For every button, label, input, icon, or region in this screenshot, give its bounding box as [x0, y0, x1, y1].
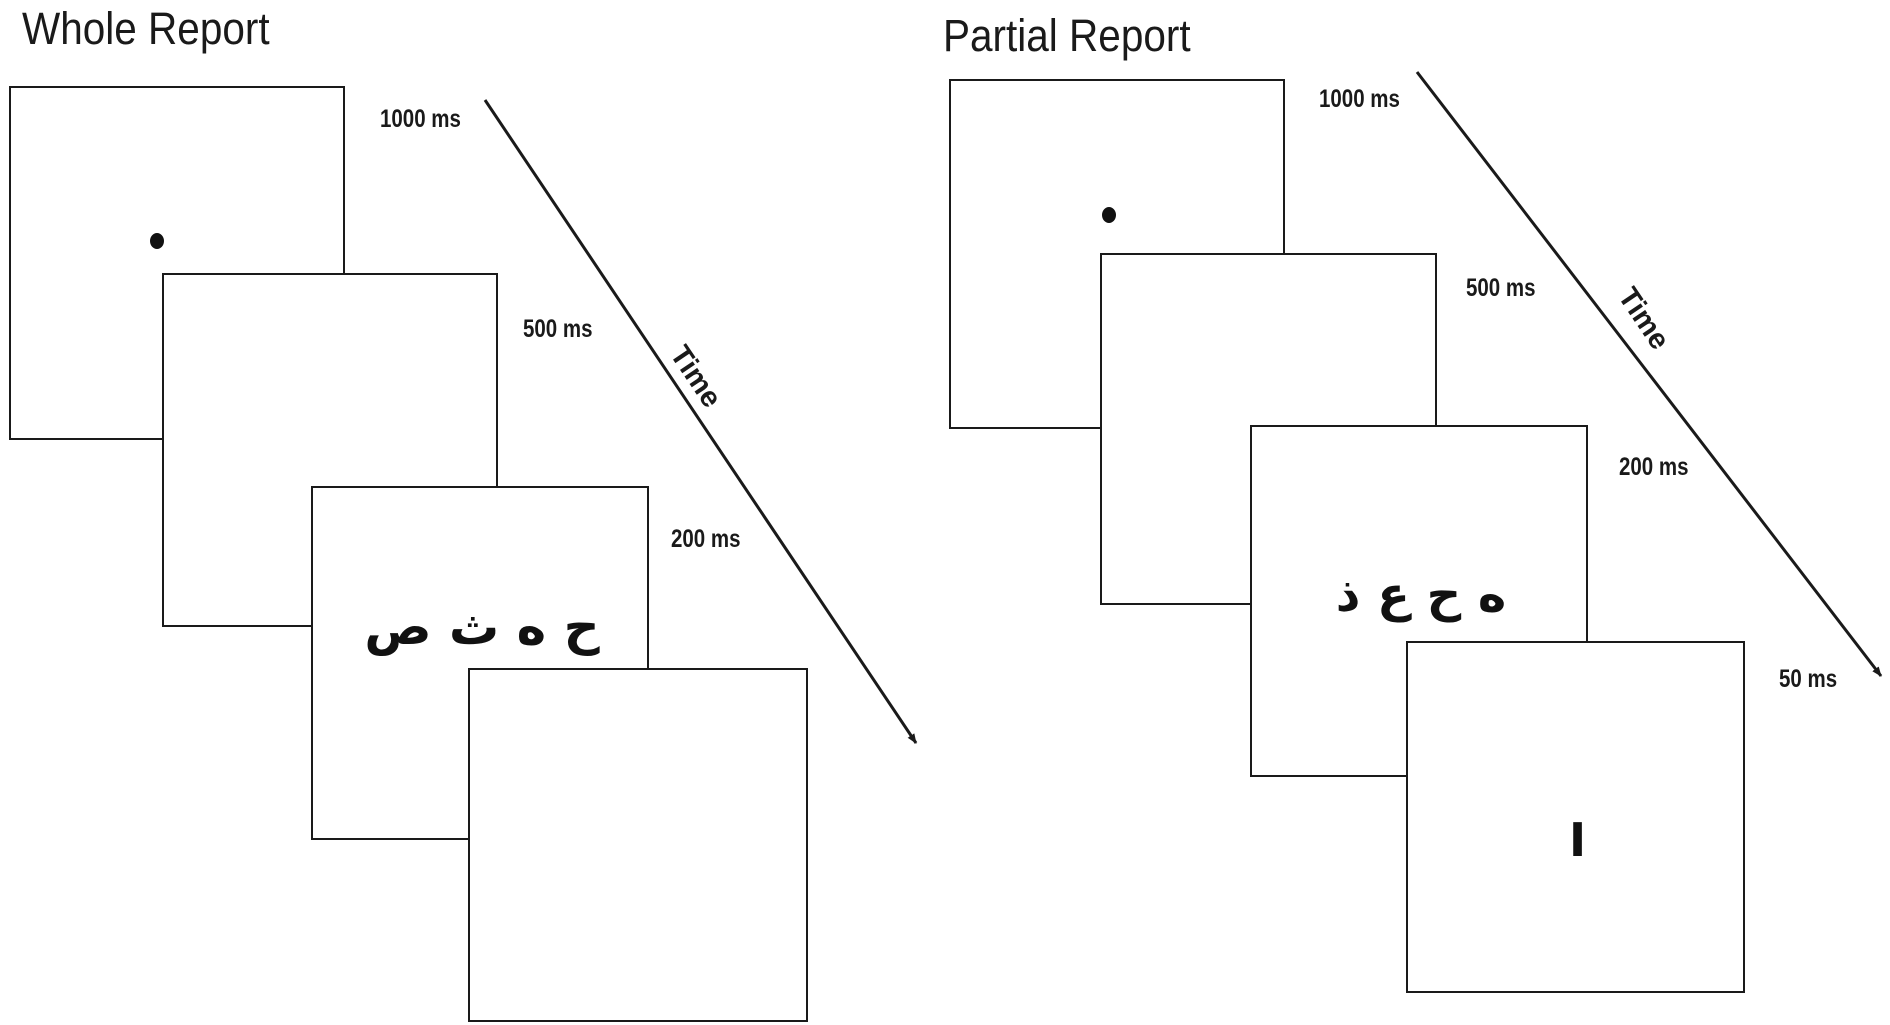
- partial-report-title: Partial Report: [943, 10, 1191, 61]
- partial-report-duration-2: 500 ms: [1466, 274, 1536, 302]
- partial-report-letter-array: ه ح ع ذ: [1335, 567, 1507, 623]
- partial-report-duration-4: 50 ms: [1779, 665, 1838, 693]
- partial-report-time-arrow: [1415, 71, 1883, 677]
- whole-report-duration-3: 200 ms: [671, 525, 741, 553]
- whole-report-duration-2: 500 ms: [523, 315, 593, 343]
- whole-report-letter-array: ح ه ث ص: [364, 598, 600, 656]
- partial-report-duration-3: 200 ms: [1619, 453, 1689, 481]
- partial-report-cue-screen: I: [1406, 641, 1745, 993]
- whole-report-duration-1: 1000 ms: [380, 105, 461, 133]
- fixation-dot: [150, 233, 164, 249]
- whole-report-title: Whole Report: [22, 3, 270, 54]
- partial-report-cue-mark: I: [1568, 813, 1587, 867]
- fixation-dot: [1102, 207, 1116, 223]
- whole-report-mask-screen: [468, 668, 808, 1022]
- partial-report-duration-1: 1000 ms: [1319, 85, 1400, 113]
- whole-report-time-arrow: [483, 99, 918, 744]
